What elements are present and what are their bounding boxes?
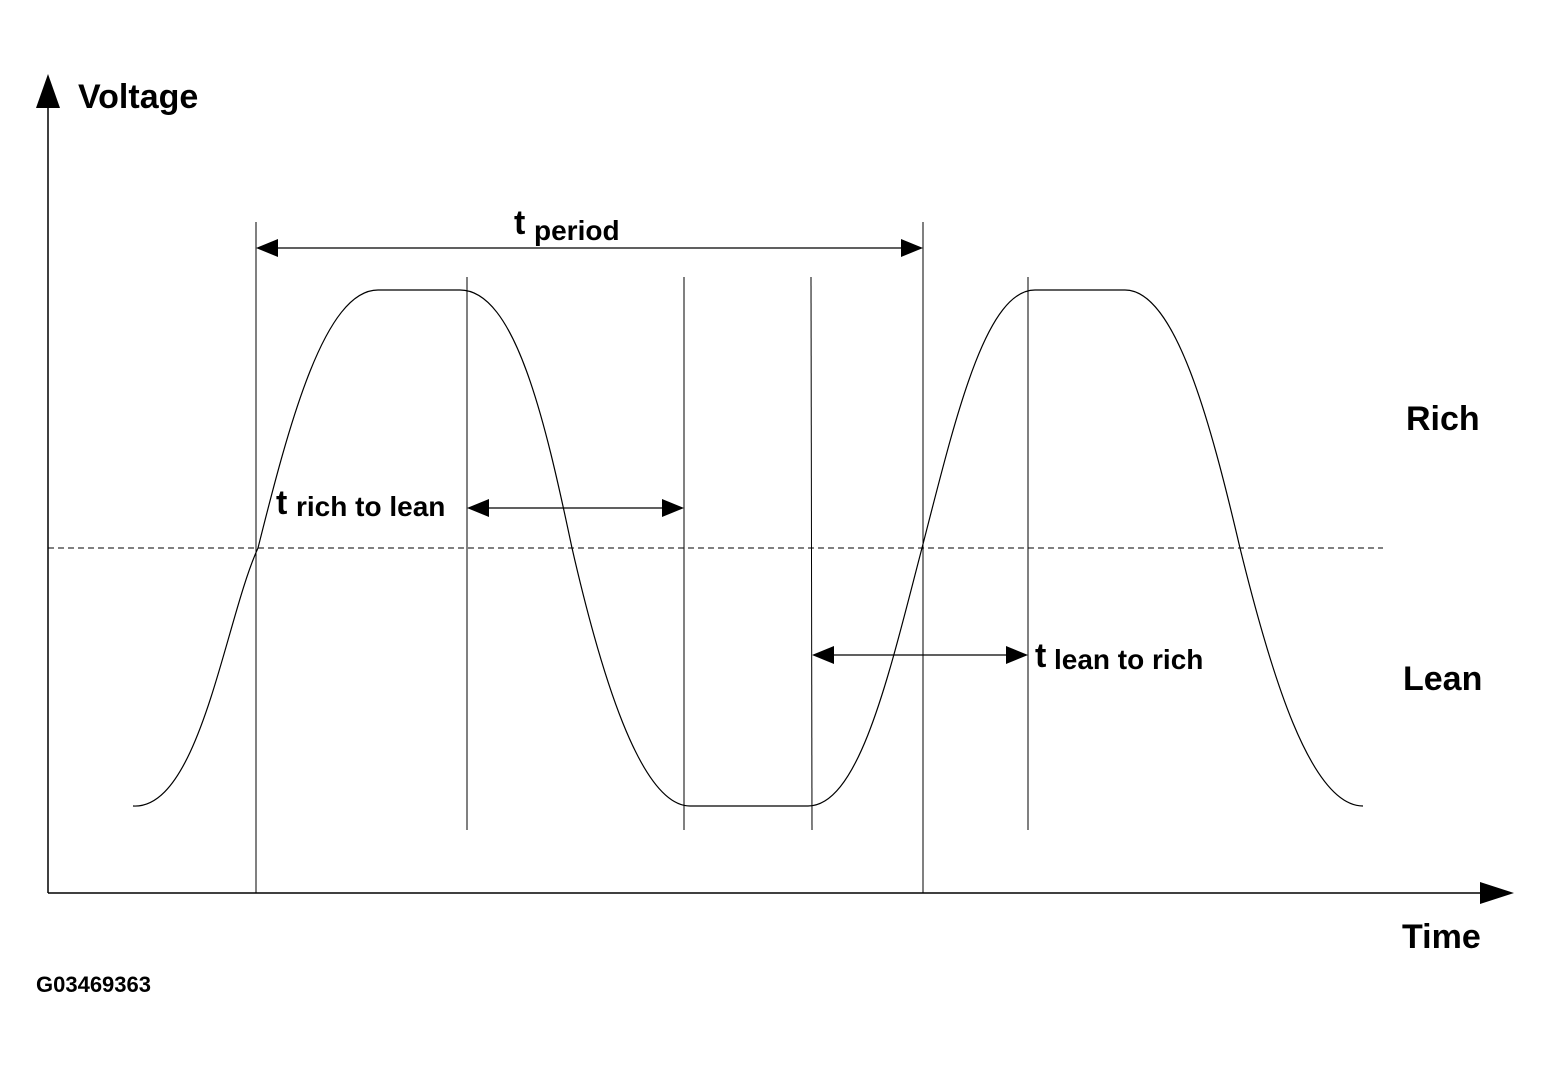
x-axis-label: Time — [1402, 918, 1481, 956]
rich-zone-label: Rich — [1406, 400, 1480, 438]
rich-to-lean-arrowhead-right — [662, 499, 684, 517]
y-axis-label: Voltage — [78, 78, 198, 116]
period-arrowhead-right — [901, 239, 923, 257]
x-axis-arrowhead — [1480, 882, 1514, 904]
lean-zone-label: Lean — [1403, 660, 1482, 698]
lean-to-rich-symbol: t — [1035, 637, 1046, 675]
lean-to-rich-start-line — [810, 276, 813, 831]
lean-to-rich-arrowhead-right — [1006, 646, 1028, 664]
rich-to-lean-arrowhead-left — [467, 499, 489, 517]
figure-id: G03469363 — [36, 972, 151, 997]
rich-to-lean-subscript: rich to lean — [296, 491, 445, 522]
period-symbol: t — [514, 204, 525, 242]
lean-to-rich-subscript: lean to rich — [1054, 644, 1203, 675]
voltage-waveform — [132, 289, 1364, 807]
rich-to-lean-symbol: t — [276, 484, 287, 522]
y-axis-arrowhead — [36, 74, 60, 108]
lean-to-rich-arrowhead-left — [812, 646, 834, 664]
period-arrowhead-left — [256, 239, 278, 257]
period-subscript: period — [534, 215, 620, 246]
